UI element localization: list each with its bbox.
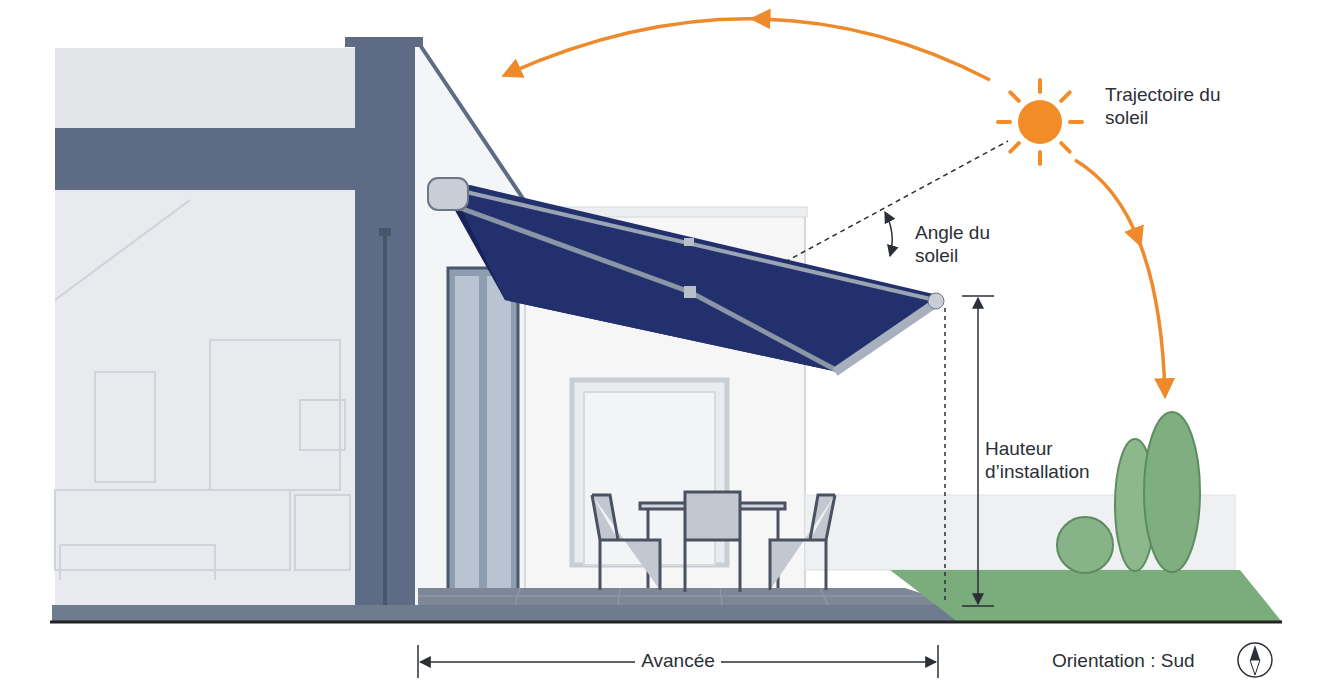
sun-ray: [1038, 152, 1042, 164]
column-cap: [345, 37, 423, 47]
door-glass: [455, 276, 479, 598]
angle-arc: [885, 212, 892, 256]
sofa: [55, 490, 290, 570]
table-and-chairs: [592, 492, 835, 592]
sun-ray: [1061, 92, 1070, 101]
dimension-tick: [962, 605, 994, 607]
dimension-tick: [962, 295, 994, 297]
terrace-floor: [418, 588, 958, 605]
ground-line: [50, 621, 1282, 624]
terrace: [50, 570, 1282, 622]
tile-line: [618, 588, 620, 605]
bar-end: [928, 293, 944, 309]
awning-fabric: [452, 185, 942, 372]
compass: [1238, 643, 1272, 677]
column: [355, 40, 415, 605]
wall-unit: [210, 340, 340, 490]
sun-ray-line: [785, 141, 1008, 262]
sun-arc: [1140, 244, 1165, 395]
dimensions: [418, 141, 1008, 678]
front-bar: [835, 300, 940, 372]
sun-ray: [1010, 143, 1019, 152]
bush: [1057, 517, 1113, 573]
sun-path-label: Trajectoire du soleil: [1105, 84, 1245, 130]
tile-line: [820, 588, 828, 605]
tile-lines: [418, 588, 930, 605]
sun-disc: [1018, 100, 1062, 144]
facade: [55, 48, 355, 130]
sun-arc: [754, 19, 990, 80]
tile-line: [418, 596, 930, 597]
dimension-tick: [937, 645, 939, 678]
dimension-tick: [417, 645, 419, 678]
lawn: [890, 570, 1282, 622]
arm-elbow: [684, 286, 696, 298]
sun: [998, 80, 1082, 164]
folding-arm: [452, 205, 836, 370]
chair: [685, 492, 740, 592]
sun-ray: [1010, 92, 1019, 101]
drain-pipe: [383, 232, 387, 605]
frame: [95, 372, 155, 482]
chair: [770, 495, 835, 590]
orientation-label: Orientation : Sud: [1052, 650, 1195, 673]
trees: [1057, 412, 1200, 573]
beam: [55, 128, 355, 190]
sun-path: [505, 19, 1165, 395]
coffee-table: [60, 545, 215, 580]
height-label: Hauteur d’installation: [985, 438, 1120, 484]
interior: [55, 190, 355, 605]
tree: [1144, 412, 1200, 572]
arm-elbow: [684, 238, 694, 246]
projection-label: Avancée: [635, 650, 721, 673]
house: [55, 37, 526, 605]
sun-arc: [505, 19, 754, 75]
compass-needle: [1250, 645, 1260, 660]
chair: [592, 495, 660, 590]
armchair: [295, 495, 350, 570]
height-dimension: [977, 298, 979, 604]
tile-line: [720, 588, 722, 605]
sun-ray: [998, 120, 1010, 124]
pipe-clamp: [379, 228, 391, 236]
compass-needle: [1250, 660, 1260, 675]
awning: [428, 178, 944, 372]
sun-arc: [1075, 160, 1140, 244]
sun-ray: [1038, 80, 1042, 92]
angle-label: Angle du soleil: [915, 222, 1015, 268]
awning-rail: [466, 192, 935, 300]
tile-line: [515, 588, 520, 605]
door-glass: [487, 276, 511, 598]
sliding-door: [448, 268, 518, 603]
cassette: [428, 178, 468, 210]
compass-ring: [1238, 643, 1272, 677]
sun-rays: [998, 80, 1082, 164]
interior-furniture: [55, 200, 350, 580]
sun-ray: [1061, 143, 1070, 152]
frame: [300, 400, 345, 450]
sun-ray: [1070, 120, 1082, 124]
side-wall: [415, 48, 525, 605]
ceiling-line: [55, 200, 190, 300]
plumb-line: [944, 308, 946, 604]
base-slab: [52, 605, 957, 621]
